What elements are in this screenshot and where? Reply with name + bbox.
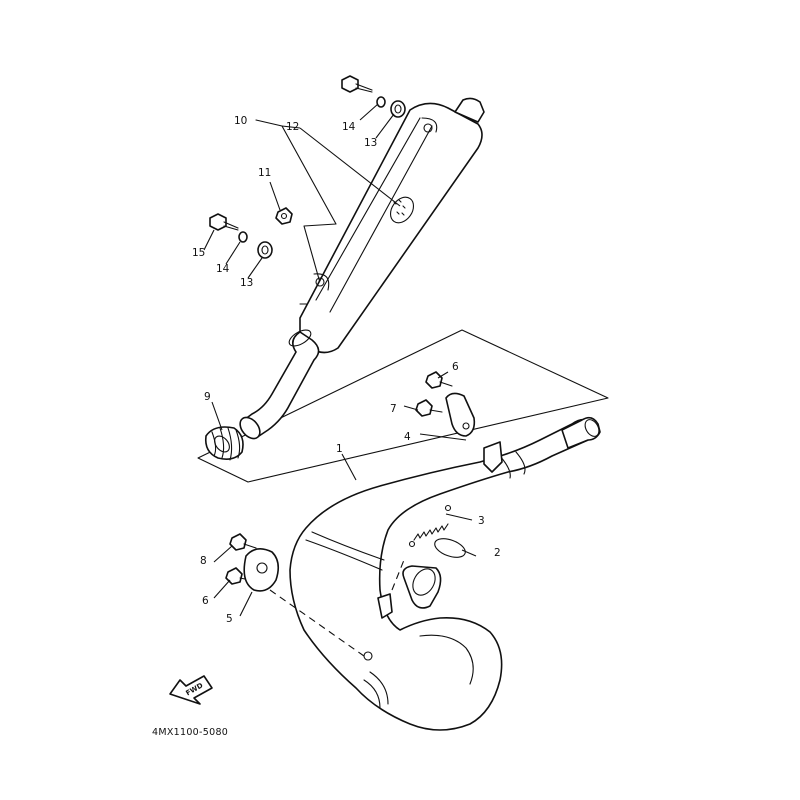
- o-ring-2: [434, 538, 466, 558]
- callout-6-upper: 6: [452, 361, 459, 373]
- callout-14-upper: 14: [342, 121, 356, 133]
- callout-1: 1: [336, 443, 343, 455]
- bracket-5: [225, 533, 280, 592]
- silencer-lower-mount-hardware: [209, 207, 293, 259]
- callout-8: 8: [200, 555, 207, 567]
- leader-lines: [203, 103, 477, 617]
- callout-15: 15: [192, 247, 205, 259]
- silencer-upper-mount-hardware: [341, 75, 406, 118]
- gasket-9: [204, 426, 244, 461]
- bracket-4: [415, 371, 476, 437]
- callout-9: 9: [204, 391, 211, 403]
- callout-3: 3: [478, 515, 485, 527]
- callout-4: 4: [404, 431, 411, 443]
- spring-3: [408, 504, 452, 548]
- callout-12: 12: [286, 121, 299, 133]
- callout-5: 5: [226, 613, 233, 625]
- silencer: [239, 97, 485, 440]
- callout-13-lower: 13: [240, 277, 253, 289]
- callout-2: 2: [494, 547, 501, 559]
- callout-10: 10: [234, 115, 247, 127]
- assembly-line-spring: [391, 559, 405, 591]
- callout-7: 7: [390, 403, 397, 415]
- exhaust-pipe: [289, 416, 601, 731]
- lower-group-outline: [197, 329, 609, 483]
- diagram-code: 4MX1100-5080: [152, 727, 228, 738]
- callout-11: 11: [258, 167, 271, 179]
- callout-14-lower: 14: [216, 263, 230, 275]
- callout-13-upper: 13: [364, 137, 377, 149]
- fwd-arrow-icon: FWD: [169, 675, 213, 705]
- callout-6-lower: 6: [202, 595, 209, 607]
